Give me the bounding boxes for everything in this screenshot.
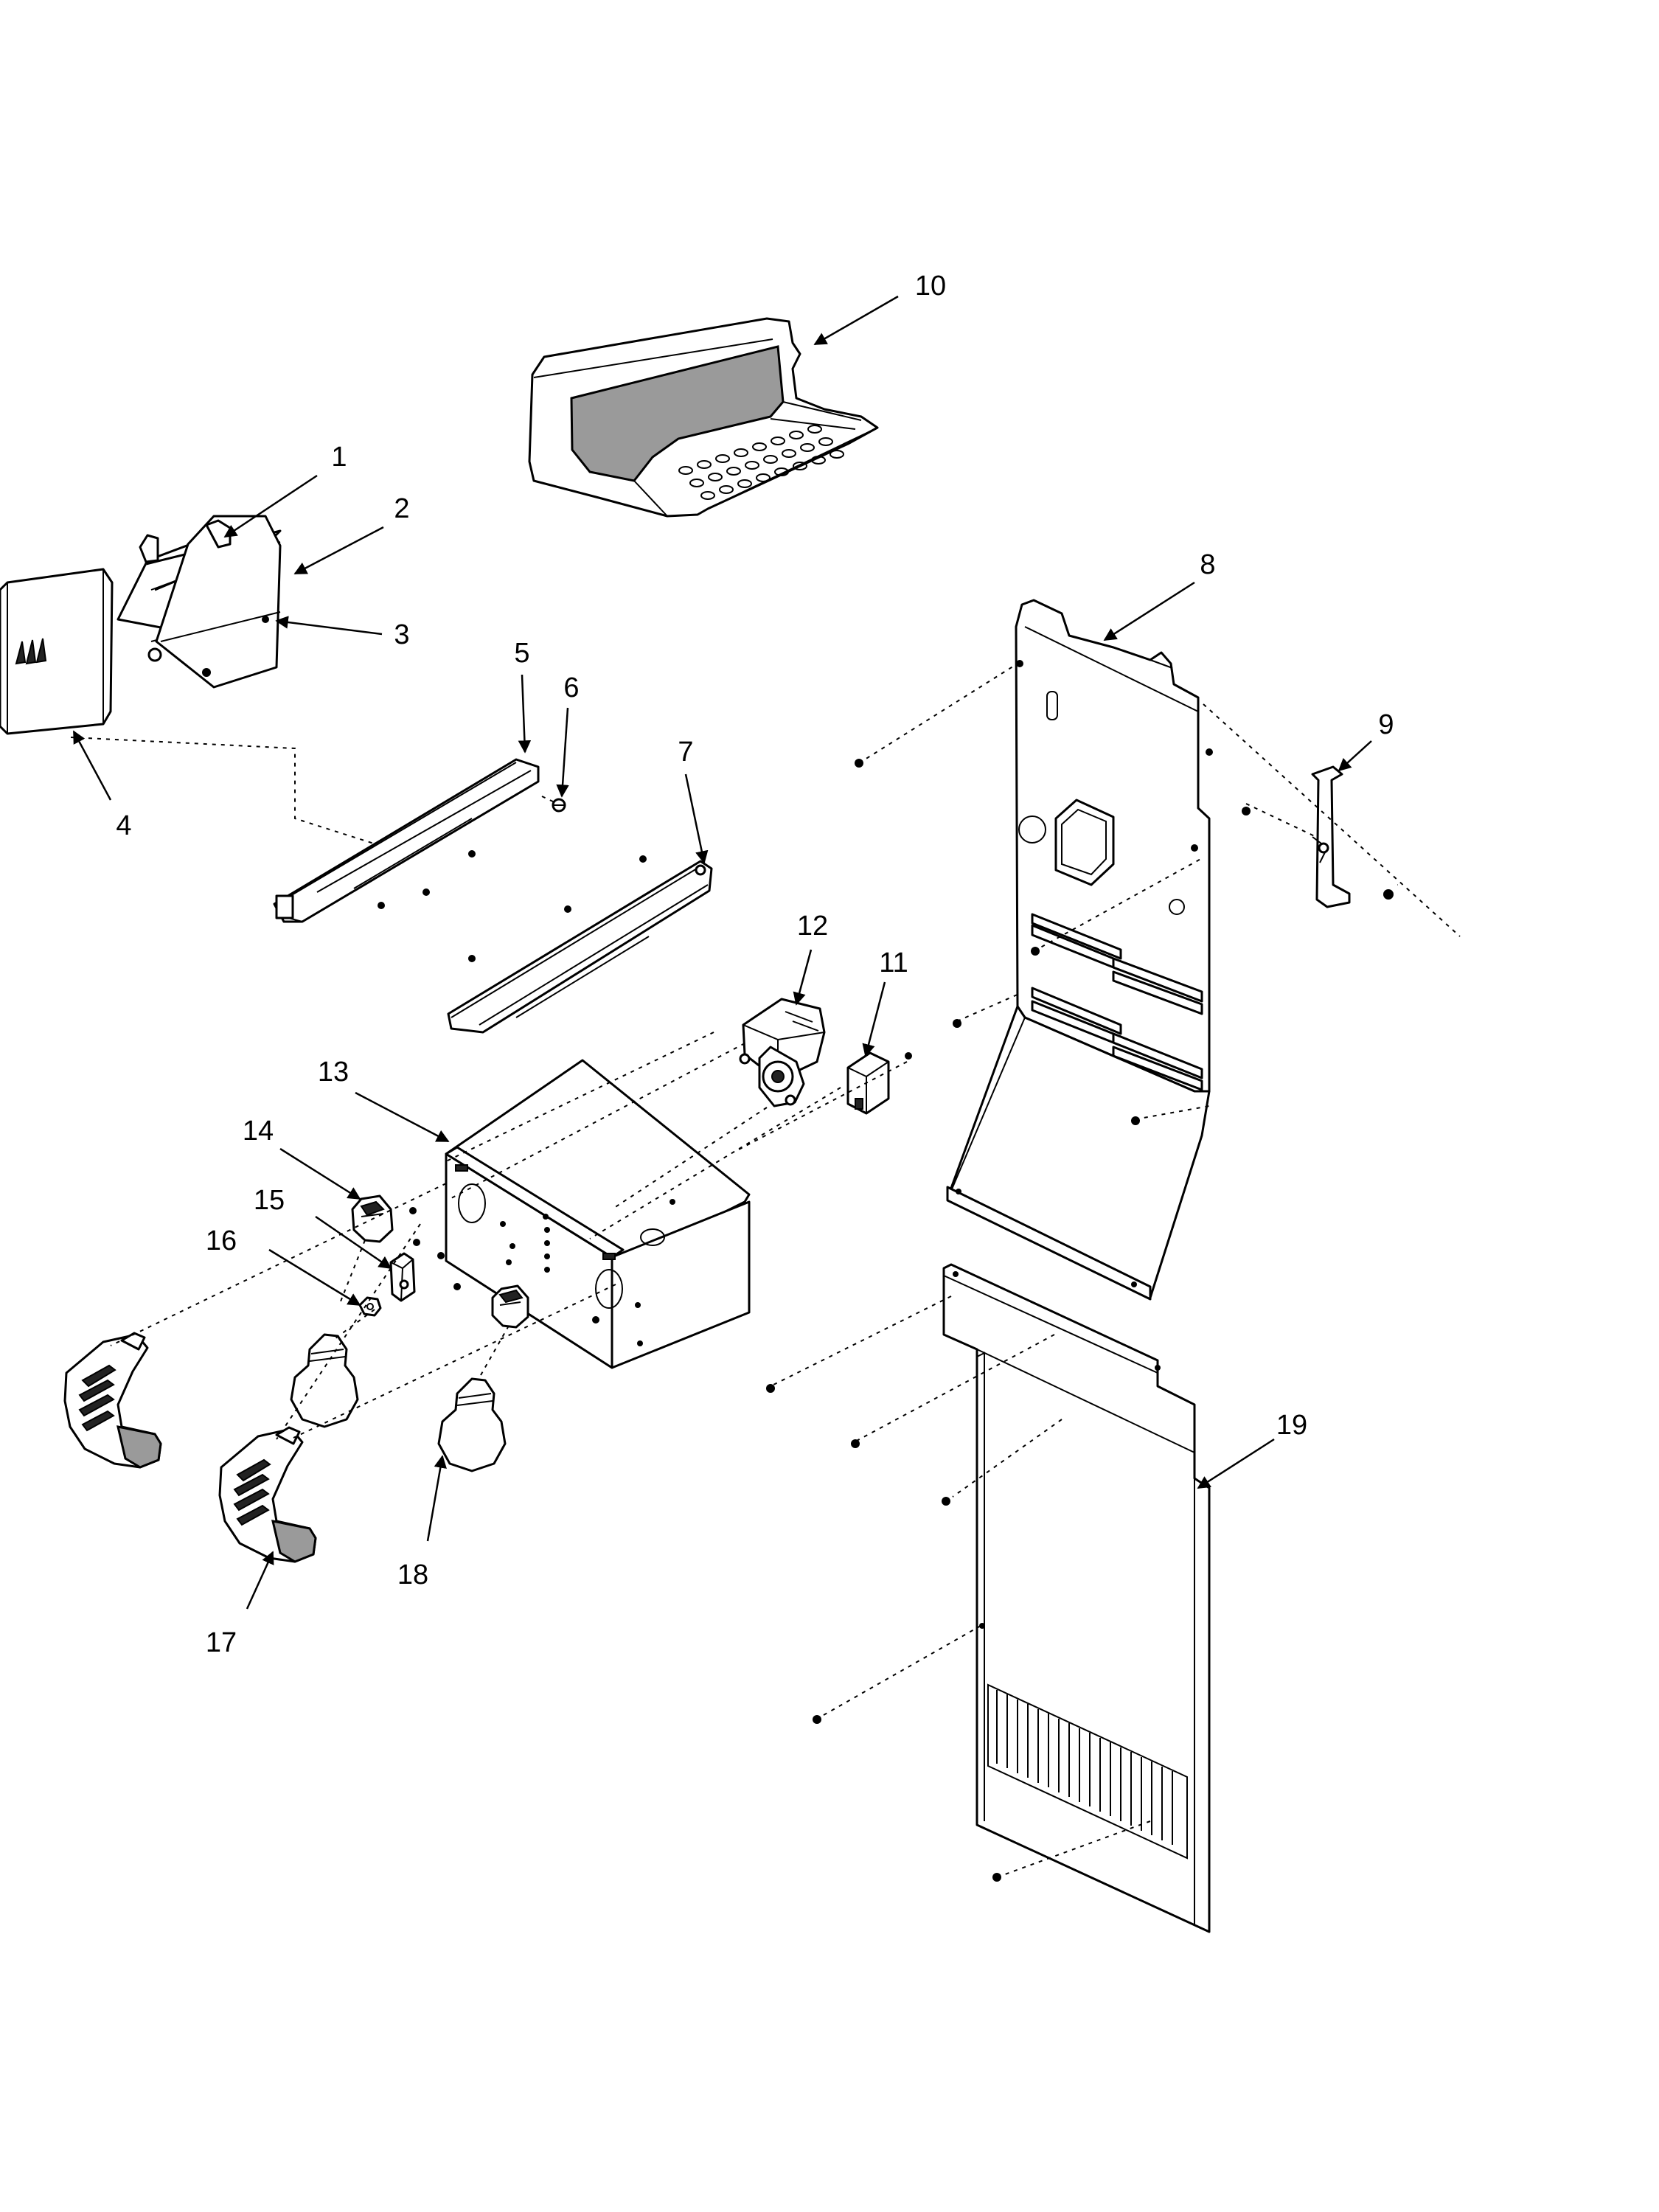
panel-screw bbox=[1242, 807, 1251, 815]
panel-screw bbox=[1131, 1116, 1140, 1125]
panel-screw bbox=[855, 759, 863, 768]
callout-8: 8 bbox=[1200, 549, 1215, 580]
callout-4: 4 bbox=[116, 810, 131, 841]
callout-labels: 1 2 3 4 5 6 7 8 9 10 11 12 13 14 15 16 1… bbox=[116, 271, 1394, 1658]
callout-9: 9 bbox=[1378, 709, 1394, 740]
callout-5: 5 bbox=[514, 638, 529, 669]
rail-screw bbox=[639, 855, 647, 863]
dispenser-lens-part bbox=[63, 1332, 162, 1469]
callout-leaders bbox=[72, 295, 1372, 1610]
rail-screw bbox=[564, 905, 571, 913]
rail-screw bbox=[468, 955, 476, 962]
callout-6: 6 bbox=[563, 672, 579, 703]
callout-2: 2 bbox=[394, 493, 409, 524]
panel-screw bbox=[851, 1439, 860, 1448]
housing-screw bbox=[592, 1316, 599, 1324]
housing-screw bbox=[453, 1283, 461, 1290]
rail-screw bbox=[378, 902, 385, 909]
callout-19: 19 bbox=[1276, 1410, 1307, 1441]
small-bracket-part bbox=[389, 1252, 416, 1302]
ice-maker-guide-line bbox=[70, 737, 377, 845]
light-bulb-part bbox=[290, 1333, 359, 1428]
grille-holes bbox=[678, 425, 844, 500]
right-slide-rail-part bbox=[447, 860, 713, 1034]
panel-screw bbox=[766, 1384, 775, 1393]
panel-screw bbox=[992, 1873, 1001, 1882]
callout-15: 15 bbox=[254, 1185, 285, 1216]
bracket-part bbox=[1311, 765, 1351, 908]
left-slide-rail-part bbox=[273, 758, 540, 923]
callout-10: 10 bbox=[915, 271, 946, 302]
light-bulb-part bbox=[437, 1377, 507, 1472]
dispenser-housing-part bbox=[528, 317, 879, 518]
switch-screw bbox=[905, 1052, 912, 1060]
dispenser-lens-part bbox=[218, 1426, 317, 1563]
back-panel-part bbox=[1015, 599, 1213, 1093]
lower-front-panel-part bbox=[942, 1263, 1211, 1933]
callout-18: 18 bbox=[397, 1559, 428, 1590]
panel-screw bbox=[813, 1715, 821, 1724]
callout-16: 16 bbox=[206, 1225, 237, 1256]
rail-screw bbox=[468, 850, 476, 858]
back-panel-lower-part bbox=[946, 1005, 1211, 1301]
panel-screw bbox=[942, 1497, 950, 1506]
panel-screw bbox=[953, 1019, 961, 1028]
callout-13: 13 bbox=[318, 1057, 349, 1088]
assembly-guide-lines bbox=[110, 663, 1461, 1877]
callout-1: 1 bbox=[331, 442, 347, 473]
housing-screw bbox=[437, 1252, 445, 1259]
housing-screw bbox=[409, 1207, 417, 1214]
control-housing-part bbox=[445, 1059, 751, 1369]
auger-motor-part bbox=[739, 998, 826, 1107]
callout-17: 17 bbox=[206, 1627, 237, 1658]
callout-3: 3 bbox=[394, 619, 409, 650]
callout-14: 14 bbox=[243, 1116, 274, 1147]
callout-11: 11 bbox=[879, 947, 908, 978]
panel-screw bbox=[1383, 889, 1394, 900]
screw-guide-line bbox=[541, 796, 555, 803]
callout-12: 12 bbox=[797, 911, 828, 942]
rail-screw bbox=[422, 888, 430, 896]
housing-screw bbox=[413, 1239, 420, 1246]
panel-screw bbox=[1031, 947, 1040, 956]
ice-maker-assembly-part bbox=[0, 515, 282, 735]
callout-7: 7 bbox=[678, 737, 693, 768]
nut-part bbox=[358, 1296, 382, 1317]
lamp-socket-part bbox=[491, 1284, 529, 1329]
switch-part bbox=[846, 1051, 890, 1115]
screw-part bbox=[552, 798, 566, 813]
vent-grille bbox=[987, 1683, 1188, 1860]
